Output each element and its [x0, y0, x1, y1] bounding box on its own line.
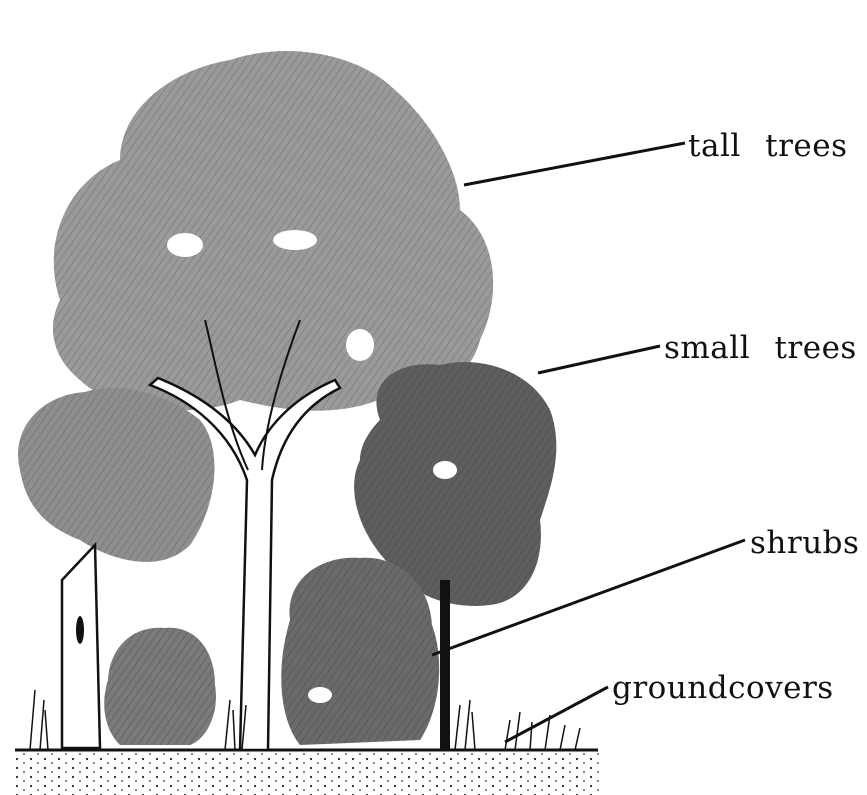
tree-stump — [62, 545, 100, 748]
leader-line-small-trees — [538, 346, 660, 373]
label-groundcovers: groundcovers — [612, 670, 834, 706]
label-small-trees: small trees — [664, 330, 857, 366]
leader-line-groundcovers — [505, 687, 608, 742]
label-shrubs: shrubs — [750, 525, 859, 561]
label-tall-trees: tall trees — [688, 128, 848, 164]
shrubs — [104, 558, 439, 745]
leader-line-tall-trees — [464, 143, 685, 185]
ground-soil — [15, 750, 600, 795]
